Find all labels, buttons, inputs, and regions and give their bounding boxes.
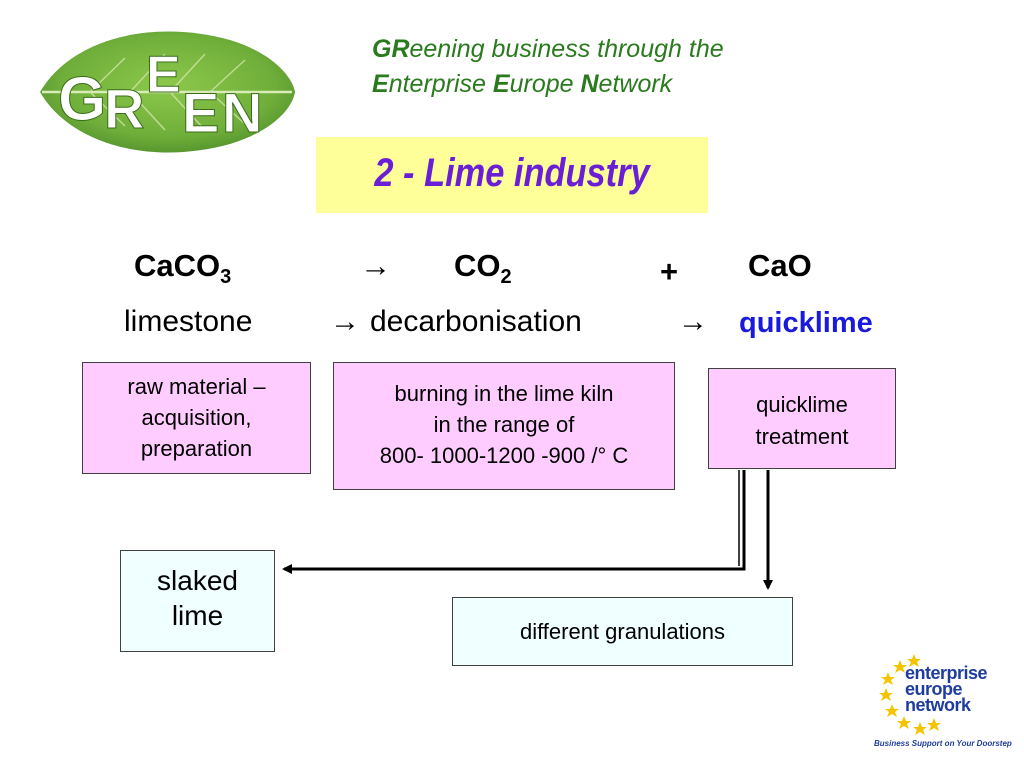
process-arrow-1: → (330, 305, 360, 338)
een-stars-icon (879, 654, 941, 735)
slaked-lime-box: slaked lime (120, 550, 275, 652)
slaked-lime-line-1: slaked (157, 565, 238, 596)
leaf-icon (40, 31, 295, 153)
een-line-1: enterprise (905, 663, 988, 683)
raw-material-line-2: acquisition, (141, 405, 252, 430)
slide-title: 2 - Lime industry (374, 151, 650, 195)
raw-material-line-3: preparation (140, 436, 253, 461)
edge-treatment-to-slaked-lime (282, 470, 746, 574)
een-line-2: europe (905, 679, 963, 699)
quicklime-treatment-box: quicklime treatment (708, 368, 896, 469)
quicklime-treatment-line-1: quicklime (756, 392, 848, 417)
een-logo-text: enterprise europe network (905, 663, 988, 715)
logo-letter-e2: E (182, 81, 219, 144)
process-quicklime: quicklime (739, 307, 873, 339)
raw-material-box: raw material – acquisition, preparation (82, 362, 311, 474)
logo-letter-r: R (104, 77, 144, 140)
burning-kiln-box: burning in the lime kiln in the range of… (333, 362, 675, 490)
header-title: GReening business through the Enterprise… (372, 32, 972, 102)
eq-reactant: CaCO3 (134, 248, 232, 289)
logo-letter-n: N (222, 81, 262, 144)
slaked-lime-line-2: lime (171, 600, 224, 631)
header-line-1: GReening business through the (372, 35, 724, 63)
eq-product-co2: CO2 (454, 248, 512, 289)
burning-line-2: in the range of (433, 412, 575, 437)
process-arrow-2: → (678, 305, 708, 338)
granulations-box: different granulations (452, 597, 793, 666)
process-limestone: limestone (124, 305, 253, 338)
slide-title-box: 2 - Lime industry (316, 137, 708, 213)
quicklime-treatment-line-2: treatment (755, 424, 849, 449)
eq-plus: + (660, 254, 679, 289)
green-logo: G R E E N (40, 31, 295, 153)
een-line-3: network (905, 695, 971, 715)
burning-line-3: 800- 1000-1200 -900 /° C (379, 443, 629, 468)
een-tagline: Business Support on Your Doorstep (874, 739, 1012, 748)
process-decarbonisation: decarbonisation (370, 305, 582, 338)
raw-material-line-1: raw material – (127, 374, 266, 399)
burning-line-1: burning in the lime kiln (394, 381, 614, 406)
eq-product-cao: CaO (748, 248, 812, 283)
eq-arrow: → (360, 248, 391, 283)
granulations-label: different granulations (519, 619, 726, 644)
logo-letter-e1: E (146, 46, 181, 104)
header-line-2: Enterprise Europe Network (372, 70, 673, 98)
logo-letter-g: G (58, 65, 106, 134)
